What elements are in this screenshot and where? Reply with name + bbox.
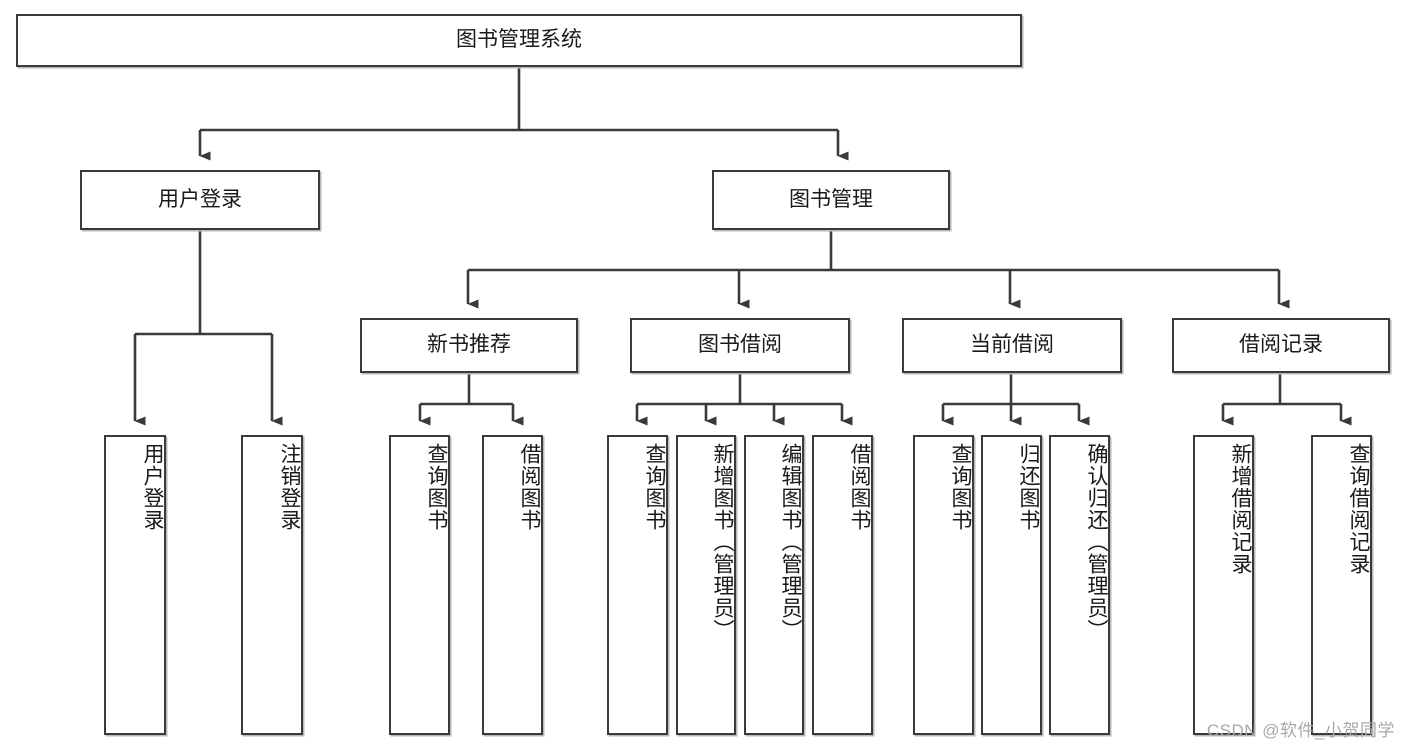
node-label: 用户登录 [158, 187, 242, 211]
leaf-new-book-borrow-book[interactable]: 借阅图书 [482, 435, 543, 735]
leaf-book-borrow-add-book-admin[interactable]: 新增图书（管理员） [676, 435, 736, 735]
node-label: 图书借阅 [698, 333, 782, 357]
node-label: 用户登录 [141, 443, 164, 531]
node-label: 新增图书（管理员） [711, 443, 734, 641]
csdn-watermark: CSDN @软件_小贺同学 [1206, 721, 1395, 740]
node-user-login[interactable]: 用户登录 [80, 170, 320, 230]
leaf-book-borrow-edit-book-admin[interactable]: 编辑图书（管理员） [744, 435, 804, 735]
leaf-user-login-logout[interactable]: 注销登录 [241, 435, 303, 735]
node-label: 图书管理系统 [456, 28, 582, 52]
leaf-book-borrow-query-book[interactable]: 查询图书 [607, 435, 668, 735]
node-label: 归还图书 [1017, 443, 1040, 531]
node-label: 查询图书 [949, 443, 972, 531]
node-label: 注销登录 [278, 443, 301, 531]
node-current-borrow[interactable]: 当前借阅 [902, 318, 1122, 373]
node-book-management[interactable]: 图书管理 [712, 170, 950, 230]
leaf-current-borrow-query-book[interactable]: 查询图书 [913, 435, 974, 735]
leaf-current-borrow-return-book[interactable]: 归还图书 [981, 435, 1042, 735]
node-label: 查询借阅记录 [1347, 443, 1370, 575]
node-book-borrow[interactable]: 图书借阅 [630, 318, 850, 373]
leaf-book-borrow-borrow-book[interactable]: 借阅图书 [812, 435, 873, 735]
leaf-borrow-records-add-record[interactable]: 新增借阅记录 [1193, 435, 1254, 735]
leaf-current-borrow-confirm-return-admin[interactable]: 确认归还（管理员） [1049, 435, 1110, 735]
node-label: 当前借阅 [970, 333, 1054, 357]
leaf-borrow-records-query-record[interactable]: 查询借阅记录 [1311, 435, 1372, 735]
node-label: 借阅图书 [848, 443, 871, 531]
node-label: 借阅记录 [1239, 333, 1323, 357]
leaf-user-login-login[interactable]: 用户登录 [104, 435, 166, 735]
node-label: 确认归还（管理员） [1085, 443, 1108, 641]
node-label: 查询图书 [425, 443, 448, 531]
leaf-new-book-query-book[interactable]: 查询图书 [389, 435, 450, 735]
node-root-book-management-system[interactable]: 图书管理系统 [16, 14, 1022, 67]
node-label: 新书推荐 [427, 333, 511, 357]
node-new-book-recommend[interactable]: 新书推荐 [360, 318, 578, 373]
node-label: 编辑图书（管理员） [779, 443, 802, 641]
node-borrow-records[interactable]: 借阅记录 [1172, 318, 1390, 373]
node-label: 查询图书 [643, 443, 666, 531]
node-label: 新增借阅记录 [1229, 443, 1252, 575]
node-label: 借阅图书 [518, 443, 541, 531]
node-label: 图书管理 [789, 187, 873, 211]
